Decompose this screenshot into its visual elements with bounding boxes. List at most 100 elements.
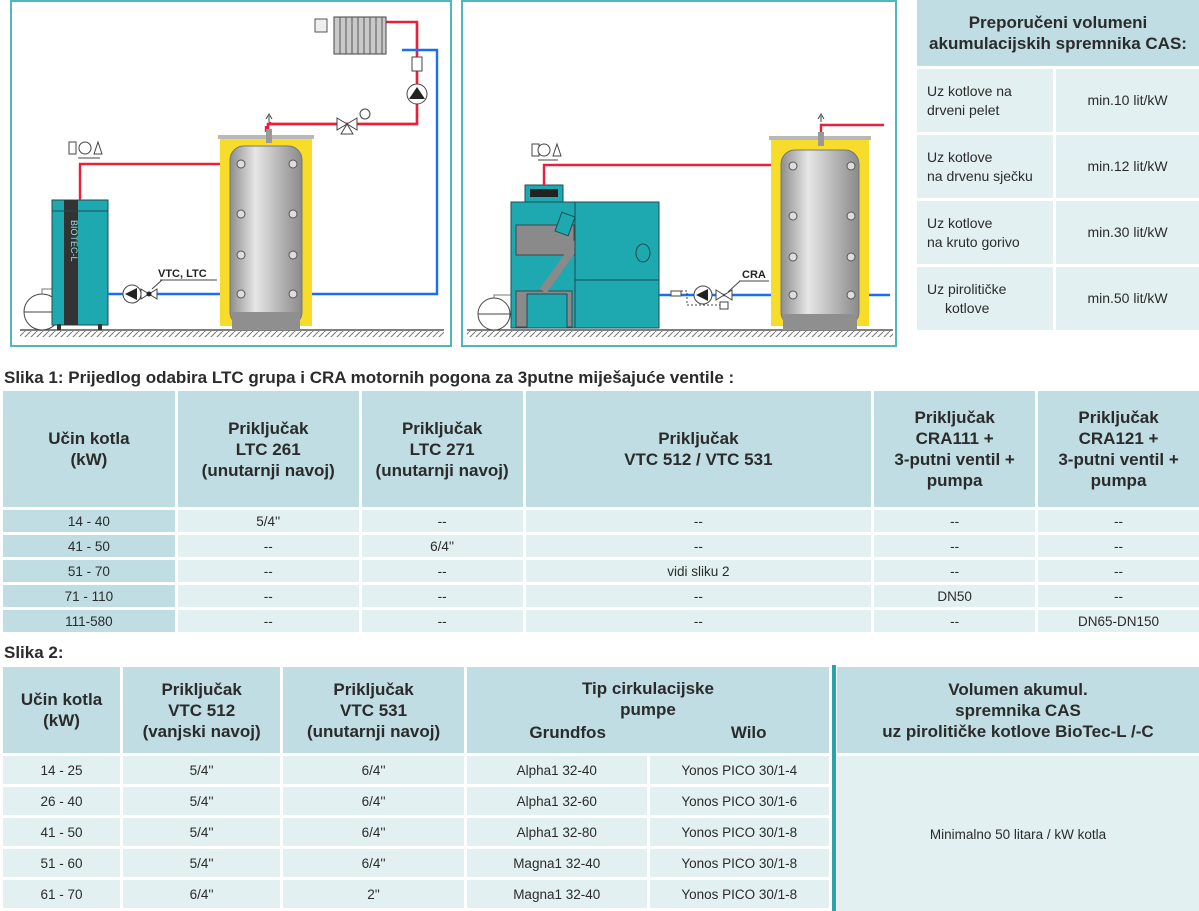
- schematic-drawing: CRA: [467, 113, 893, 337]
- safety-group-icon: [531, 142, 562, 161]
- valve-label-cra: CRA: [742, 269, 766, 281]
- cas-table-title: Preporučeni volumeni akumulacijskih spre…: [917, 0, 1199, 66]
- table-cell: Alpha1 32-80: [466, 818, 647, 846]
- table-cell: Alpha1 32-40: [466, 756, 647, 784]
- table-row: Minimalno 50 litara / kW kotla: [837, 756, 1199, 911]
- power-range-cell: 51 - 70: [3, 560, 175, 582]
- table-cell: --: [177, 585, 359, 607]
- cas-recommendation-table: Preporučeni volumeni akumulacijskih spre…: [914, 0, 1199, 333]
- table-cell: vidi sliku 2: [525, 560, 872, 582]
- table-cell: --: [177, 535, 359, 557]
- cas-row-value: min.50 lit/kW: [1056, 267, 1199, 330]
- power-range-cell: 41 - 50: [3, 535, 175, 557]
- floor: [20, 329, 444, 337]
- table-cell: --: [361, 510, 523, 532]
- table-cell: Alpha1 32-60: [466, 787, 647, 815]
- table-cell: --: [1038, 585, 1199, 607]
- table-cell: --: [525, 510, 872, 532]
- table-cell: 5/4'': [123, 787, 281, 815]
- table-cell: 6/4'': [283, 818, 464, 846]
- table-cell: 5/4'': [123, 849, 281, 877]
- pellet-boiler: [510, 184, 660, 329]
- table-row: 41 - 50--6/4''------: [3, 535, 1199, 557]
- table-cell: --: [1038, 560, 1199, 582]
- pump-header-line1: Tip cirkulacijske: [581, 678, 714, 698]
- supply-pipe: [542, 163, 785, 185]
- table-cell: 5/4'': [177, 510, 359, 532]
- power-range-cell: 14 - 40: [3, 510, 175, 532]
- header-power: Učin kotla(kW): [3, 667, 121, 753]
- table-row: 111-580--------DN65-DN150: [3, 610, 1199, 632]
- table-cell: 6/4'': [283, 787, 464, 815]
- mixing-valve-icon: [140, 279, 217, 300]
- table-cell: --: [525, 610, 872, 632]
- radiator-icon: [314, 16, 387, 55]
- table-cell: DN50: [874, 585, 1036, 607]
- table-row: 51 - 70----vidi sliku 2----: [3, 560, 1199, 582]
- table-cell: Yonos PICO 30/1-6: [649, 787, 829, 815]
- table-cell: --: [361, 585, 523, 607]
- table-row: 71 - 110------DN50--: [3, 585, 1199, 607]
- safety-group-icon: [68, 140, 103, 159]
- table-cell: --: [874, 560, 1036, 582]
- schematic-biotec-l-vtc-ltc: BIOTEC-L: [10, 0, 452, 347]
- table-cell: 6/4'': [283, 756, 464, 784]
- table-cell: Yonos PICO 30/1-8: [649, 849, 829, 877]
- table-cell: --: [177, 610, 359, 632]
- power-range-cell: 61 - 70: [3, 880, 121, 908]
- loading-pump-icon: [670, 285, 725, 306]
- table-cell: Magna1 32-40: [466, 880, 647, 908]
- expansion-vessel-icon: [477, 294, 511, 331]
- table-cell: Yonos PICO 30/1-4: [649, 756, 829, 784]
- cas-row-value: min.12 lit/kW: [1056, 135, 1199, 198]
- table-cell: --: [874, 510, 1036, 532]
- boiler-biotec-l: BIOTEC-L: [51, 199, 109, 330]
- table2-caption: Slika 2:: [4, 643, 64, 662]
- table-cell: 6/4'': [283, 849, 464, 877]
- table-cell: Magna1 32-40: [466, 849, 647, 877]
- header-wilo: Wilo: [730, 722, 767, 742]
- header-pump-type: Tip cirkulacijske pumpe Grundfos Wilo: [466, 667, 829, 753]
- cas-row-value: min.10 lit/kW: [1056, 69, 1199, 132]
- outlet-supply-pipe: [819, 123, 884, 132]
- cas-row-value: min.30 lit/kW: [1056, 201, 1199, 264]
- table-cell: --: [177, 560, 359, 582]
- table-cell: 2'': [283, 880, 464, 908]
- pump-header-line2: pumpe: [620, 699, 676, 719]
- table-cell: 6/4'': [361, 535, 523, 557]
- table-cell: --: [525, 535, 872, 557]
- three-way-valve-top-icon: [336, 108, 371, 135]
- power-range-cell: 71 - 110: [3, 585, 175, 607]
- table-cell: Yonos PICO 30/1-8: [649, 818, 829, 846]
- table-cell: --: [361, 610, 523, 632]
- table-cell: Yonos PICO 30/1-8: [649, 880, 829, 908]
- table-divider: [832, 665, 836, 911]
- floor: [467, 329, 893, 337]
- cas-volume-value: Minimalno 50 litara / kW kotla: [837, 756, 1199, 911]
- table-cell: --: [361, 560, 523, 582]
- table-cell: --: [525, 585, 872, 607]
- schematic-pellet-boiler-cra: CRA: [461, 0, 897, 347]
- table-cell: --: [1038, 510, 1199, 532]
